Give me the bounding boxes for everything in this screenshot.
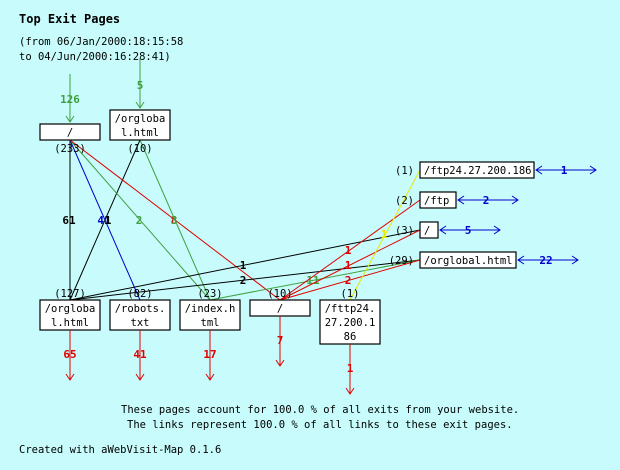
- link-value-label: 1: [105, 214, 112, 227]
- link-value-label: 2: [136, 214, 143, 227]
- visit-count-label: (3): [395, 225, 414, 237]
- visit-count-label: (1): [395, 165, 414, 177]
- visit-count-label: (10): [127, 143, 152, 155]
- arrow-right-icon: [511, 195, 519, 205]
- external-page-node: [419, 191, 457, 209]
- link-value-label: 3: [171, 214, 178, 227]
- page-node-label: /robots.: [115, 303, 166, 315]
- link-value-label: 61: [62, 214, 76, 227]
- link-value-label: 1: [345, 259, 352, 272]
- date-range: (from 06/Jan/2000:18:15:58 to 04/Jun/200…: [19, 35, 183, 65]
- exit-count-label: 7: [277, 334, 284, 347]
- external-count-label: 5: [465, 224, 472, 237]
- link-line: [349, 169, 421, 301]
- link-line: [279, 259, 421, 301]
- link-line: [69, 259, 421, 301]
- footer-links-note: The links represent 100.0 % of all links…: [127, 419, 513, 431]
- page-title: Top Exit Pages: [19, 12, 121, 26]
- date-range-from: (from 06/Jan/2000:18:15:58: [19, 36, 184, 48]
- visit-count-label: (233): [54, 143, 86, 155]
- link-value-label: 11: [306, 274, 320, 287]
- page-node-label: 27.200.1: [325, 317, 376, 329]
- page-node-label: /index.h: [185, 303, 236, 315]
- arrow-left-icon: [439, 225, 447, 235]
- exit-arrow-head-icon: [205, 373, 215, 381]
- page-node-label: /: [277, 303, 283, 315]
- arrow-left-icon: [535, 165, 543, 175]
- external-page-node: [419, 251, 517, 269]
- top-page-node: [109, 109, 171, 141]
- exit-arrow-head-icon: [65, 373, 75, 381]
- arrow-right-icon: [493, 225, 501, 235]
- page-node-label: 86: [344, 331, 357, 343]
- page-node-label: /orgloba: [45, 303, 96, 315]
- page-node-label: /ftp: [424, 195, 449, 207]
- link-value-label: 8: [171, 214, 178, 227]
- link-line: [69, 139, 141, 301]
- visit-count-label: (29): [389, 255, 414, 267]
- exit-arrow-head-icon: [275, 359, 285, 367]
- visit-count-label: (82): [127, 288, 152, 300]
- page-node-label: /ftp24.27.200.186: [424, 165, 531, 177]
- link-line: [279, 229, 421, 301]
- link-value-label: 2: [240, 274, 247, 287]
- exit-page-node: [39, 299, 101, 331]
- arrow-left-icon: [517, 255, 525, 265]
- exit-count-label: 17: [203, 348, 216, 361]
- arrow-right-icon: [571, 255, 579, 265]
- link-line: [279, 199, 421, 301]
- external-count-label: 22: [539, 254, 552, 267]
- page-node-label: tml: [201, 317, 220, 329]
- exit-count-label: 41: [133, 348, 147, 361]
- arrow-left-icon: [457, 195, 465, 205]
- link-value-label: 1: [345, 244, 352, 257]
- footer-credit: Created with aWebVisit-Map 0.1.6: [19, 444, 222, 456]
- page-node-label: /: [67, 127, 73, 139]
- link-value-label: 41: [97, 214, 111, 227]
- link-value-label: 1: [381, 228, 388, 241]
- link-line: [139, 139, 211, 301]
- external-page-node: [419, 161, 535, 179]
- footer-exits-note: These pages account for 100.0 % of all e…: [121, 404, 520, 416]
- arrow-right-icon: [589, 165, 597, 175]
- visit-count-label: (127): [54, 288, 86, 300]
- exit-count-label: 65: [63, 348, 76, 361]
- entry-arrow-head-icon: [135, 101, 145, 109]
- page-node-label: l.html: [51, 317, 89, 329]
- link-line: [209, 259, 421, 301]
- exit-arrow-head-icon: [345, 387, 355, 395]
- external-page-node: [419, 221, 439, 239]
- page-node-label: /orglobal.html: [424, 255, 513, 267]
- external-count-label: 2: [483, 194, 490, 207]
- link-value-label: 1: [240, 259, 247, 272]
- exit-count-label: 1: [347, 362, 354, 375]
- exit-page-node: [179, 299, 241, 331]
- date-range-to: to 04/Jun/2000:16:28:41): [19, 51, 171, 63]
- exit-page-node: [319, 299, 381, 345]
- page-node-label: txt: [131, 317, 150, 329]
- visit-count-label: (23): [197, 288, 222, 300]
- external-count-label: 1: [561, 164, 568, 177]
- link-line: [69, 139, 211, 301]
- entry-count-label: 5: [137, 79, 144, 92]
- visit-count-label: (2): [395, 195, 414, 207]
- entry-count-label: 126: [60, 93, 80, 106]
- page-node-label: /: [424, 225, 430, 237]
- visit-count-label: (10): [267, 288, 292, 300]
- link-value-label: 2: [345, 274, 352, 287]
- page-node-label: /orgloba: [115, 113, 166, 125]
- exit-arrow-head-icon: [135, 373, 145, 381]
- page-node-label: /fttp24.: [325, 303, 376, 315]
- page-node-label: l.html: [121, 127, 159, 139]
- top-page-node: [39, 123, 101, 141]
- visit-count-label: (1): [341, 288, 360, 300]
- entry-arrow-head-icon: [65, 115, 75, 123]
